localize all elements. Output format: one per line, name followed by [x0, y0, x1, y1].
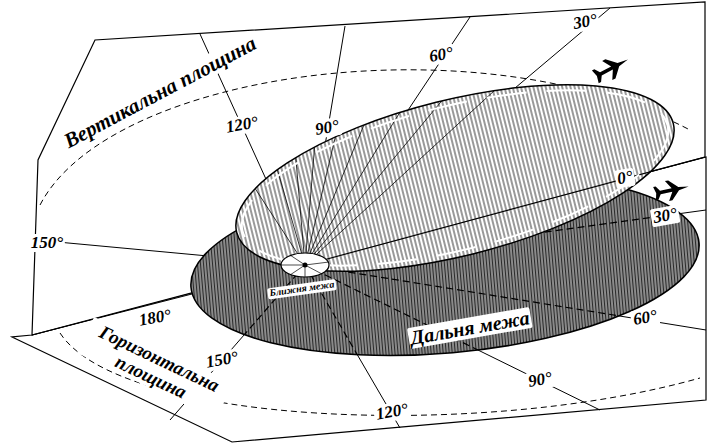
angle-label: 150° — [203, 348, 242, 372]
sector-line — [305, 265, 322, 274]
fan-line — [305, 157, 705, 265]
angle-label: 30° — [650, 205, 680, 227]
angle-label: 120° — [223, 113, 262, 137]
fan-line — [305, 80, 320, 265]
angle-label: 120° — [373, 400, 412, 424]
fan-line — [305, 85, 455, 265]
angle-label: 150° — [29, 234, 65, 252]
angle-label: 90° — [525, 369, 555, 391]
fan-line — [230, 150, 305, 265]
angle-label: 60° — [426, 44, 456, 66]
sector-line — [305, 262, 329, 265]
near-boundary-ellipse — [281, 253, 329, 277]
aircraft — [590, 50, 691, 204]
angle-label: 30° — [570, 11, 600, 33]
angle-label: 180° — [136, 306, 175, 330]
angle-label: 60° — [630, 307, 660, 329]
fan-line — [305, 75, 350, 265]
sector-line — [281, 265, 305, 266]
boundary-label: Дальня межа — [407, 307, 533, 349]
fan-line — [305, 80, 420, 265]
angle-label: 0° — [614, 168, 636, 189]
aircraft-symbol — [590, 50, 633, 86]
vertical-coverage-lobe — [218, 48, 705, 308]
near-boundary — [281, 253, 329, 277]
sector-line — [290, 265, 305, 275]
fan-line — [305, 75, 385, 265]
dashed-ray — [305, 265, 600, 410]
radar-point — [303, 263, 308, 268]
coverage-lobe — [218, 48, 692, 308]
lobe-highlight — [225, 55, 685, 301]
aircraft-symbol — [652, 176, 690, 203]
boundary-label: Ближня межа — [267, 279, 337, 299]
fan-line — [290, 90, 305, 265]
angle-label: 90° — [312, 117, 342, 139]
sector-line — [290, 255, 305, 265]
